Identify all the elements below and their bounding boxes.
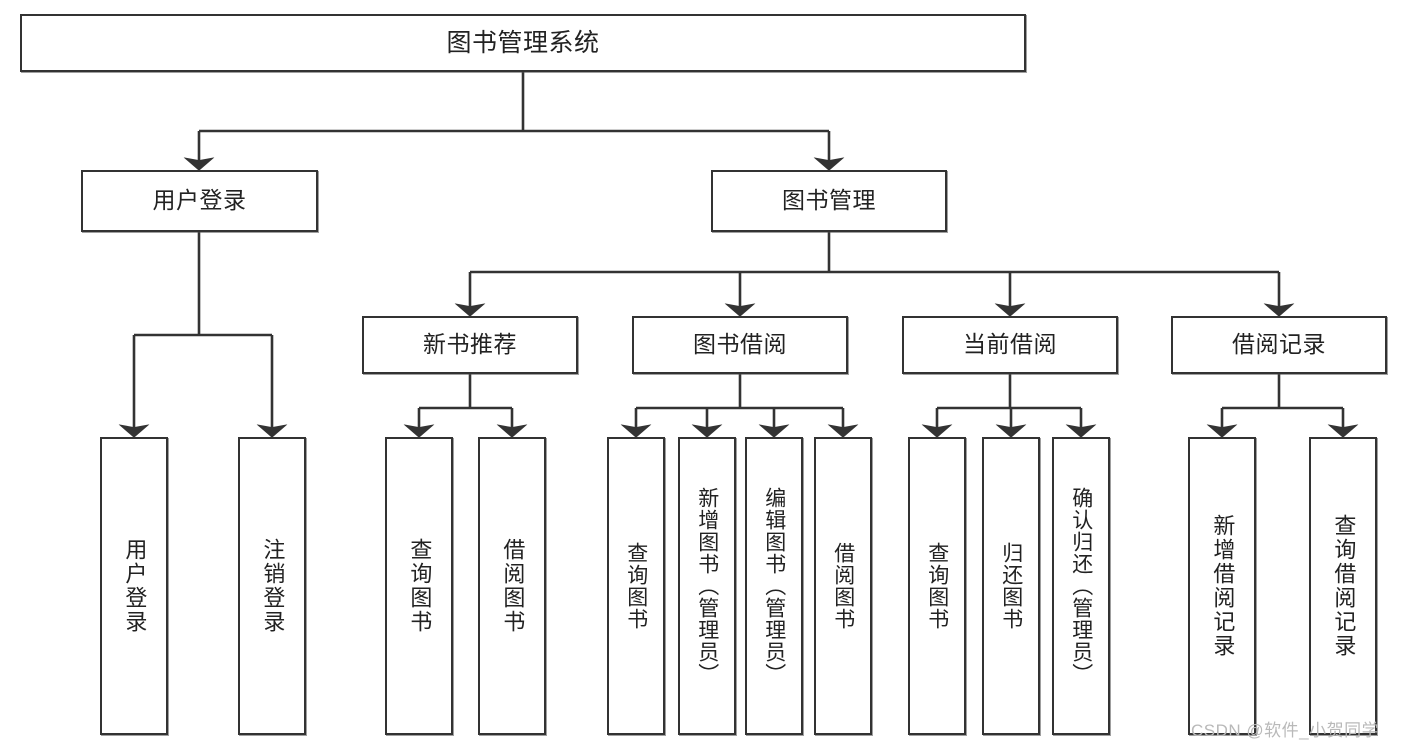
leaf-return-book[interactable]: 归还图书	[982, 437, 1040, 735]
leaf-borrow-book-recommend-label: 借阅图书	[500, 538, 526, 634]
node-book-management[interactable]: 图书管理	[711, 170, 947, 232]
leaf-query-book-borrow[interactable]: 查询图书	[607, 437, 665, 735]
leaf-user-logout-label: 注销登录	[260, 538, 286, 634]
leaf-borrow-book-recommend[interactable]: 借阅图书	[478, 437, 546, 735]
leaf-query-book-recommend-label: 查询图书	[407, 538, 433, 634]
leaf-confirm-return-admin[interactable]: 确认归还（管理员）	[1052, 437, 1110, 735]
node-borrow-history-label: 借阅记录	[1232, 331, 1326, 358]
leaf-edit-book-admin[interactable]: 编辑图书（管理员）	[745, 437, 803, 735]
node-current-borrow-label: 当前借阅	[963, 331, 1057, 358]
leaf-add-borrow-record[interactable]: 新增借阅记录	[1188, 437, 1256, 735]
leaf-query-book-borrow-label: 查询图书	[624, 542, 648, 630]
leaf-edit-book-admin-label: 编辑图书（管理员）	[762, 487, 786, 685]
leaf-user-login[interactable]: 用户登录	[100, 437, 168, 735]
node-book-borrow-label: 图书借阅	[693, 331, 787, 358]
node-current-borrow[interactable]: 当前借阅	[902, 316, 1118, 374]
leaf-add-borrow-record-label: 新增借阅记录	[1210, 514, 1236, 658]
leaf-query-borrow-record[interactable]: 查询借阅记录	[1309, 437, 1377, 735]
node-new-book-recommend-label: 新书推荐	[423, 331, 517, 358]
leaf-query-book-current[interactable]: 查询图书	[908, 437, 966, 735]
node-user-login-label: 用户登录	[152, 187, 247, 214]
node-borrow-history[interactable]: 借阅记录	[1171, 316, 1387, 374]
leaf-query-borrow-record-label: 查询借阅记录	[1331, 514, 1357, 658]
node-book-borrow[interactable]: 图书借阅	[632, 316, 848, 374]
leaf-add-book-admin[interactable]: 新增图书（管理员）	[678, 437, 736, 735]
leaf-return-book-label: 归还图书	[999, 542, 1023, 630]
leaf-add-book-admin-label: 新增图书（管理员）	[695, 487, 719, 685]
leaf-borrow-book[interactable]: 借阅图书	[814, 437, 872, 735]
watermark: CSDN @软件_小贺同学	[1191, 721, 1380, 740]
node-book-management-label: 图书管理	[782, 187, 876, 214]
leaf-query-book-recommend[interactable]: 查询图书	[385, 437, 453, 735]
node-new-book-recommend[interactable]: 新书推荐	[362, 316, 578, 374]
leaf-borrow-book-label: 借阅图书	[831, 542, 855, 630]
node-root-label: 图书管理系统	[446, 29, 600, 57]
leaf-confirm-return-admin-label: 确认归还（管理员）	[1069, 487, 1093, 685]
leaf-query-book-current-label: 查询图书	[925, 542, 949, 630]
leaf-user-login-label: 用户登录	[122, 538, 148, 634]
leaf-user-logout[interactable]: 注销登录	[238, 437, 306, 735]
node-root[interactable]: 图书管理系统	[20, 14, 1026, 72]
node-user-login[interactable]: 用户登录	[81, 170, 318, 232]
